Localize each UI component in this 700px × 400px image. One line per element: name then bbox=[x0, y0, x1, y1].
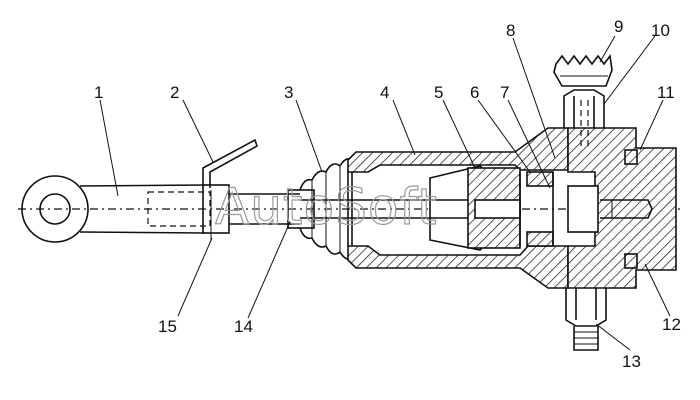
watermark: AutoSoft bbox=[215, 178, 438, 236]
leader-lines bbox=[99, 35, 671, 351]
retaining-clip bbox=[202, 138, 258, 240]
callout-6: 6 bbox=[470, 83, 479, 102]
callout-3: 3 bbox=[284, 83, 293, 102]
callout-12: 12 bbox=[662, 315, 681, 334]
rubber-boot bbox=[299, 158, 353, 260]
cylinder-head bbox=[567, 127, 677, 289]
callout-labels: 1 2 3 4 5 6 7 8 9 10 11 12 13 14 15 bbox=[94, 17, 681, 371]
callout-15: 15 bbox=[158, 317, 177, 336]
bottom-fitting bbox=[565, 288, 607, 351]
push-rod-eye bbox=[21, 175, 211, 243]
callout-2: 2 bbox=[170, 83, 179, 102]
callout-1: 1 bbox=[94, 83, 103, 102]
callout-8: 8 bbox=[506, 21, 515, 40]
callout-4: 4 bbox=[380, 83, 389, 102]
callout-9: 9 bbox=[614, 17, 623, 36]
callout-11: 11 bbox=[657, 83, 675, 102]
piston bbox=[300, 165, 554, 251]
callout-10: 10 bbox=[651, 21, 670, 40]
callout-5: 5 bbox=[434, 83, 443, 102]
cylinder-housing bbox=[347, 127, 569, 289]
piston-rod bbox=[229, 189, 315, 229]
callout-14: 14 bbox=[234, 317, 253, 336]
top-fitting bbox=[553, 53, 613, 150]
callout-7: 7 bbox=[500, 83, 509, 102]
callout-13: 13 bbox=[622, 352, 641, 371]
